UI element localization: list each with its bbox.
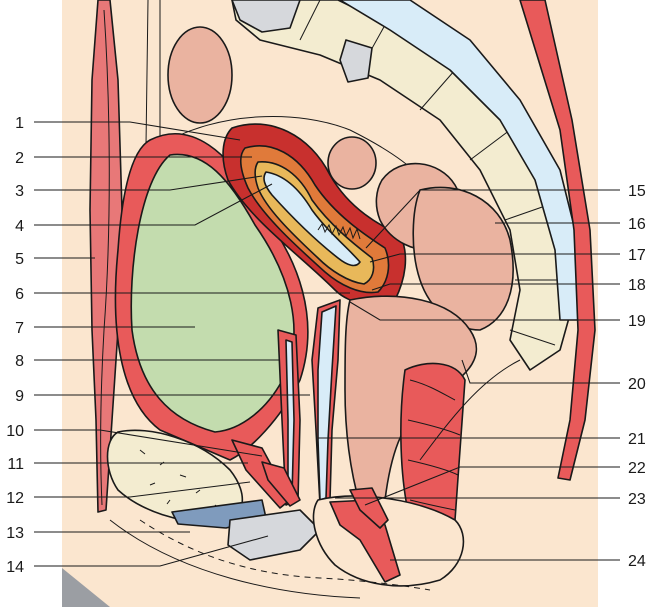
left-labels: 1 2 3 4 5 6 7 8 9 10 11 12 13 14 (6, 115, 24, 576)
label-7: 7 (15, 320, 24, 337)
label-2: 2 (15, 150, 24, 167)
label-8: 8 (15, 353, 24, 370)
label-11: 11 (7, 456, 24, 473)
label-12: 12 (6, 490, 24, 507)
label-20: 20 (628, 376, 646, 393)
label-5: 5 (15, 251, 24, 268)
label-14: 14 (6, 559, 24, 576)
right-labels: 15 16 17 18 19 20 21 22 23 24 (628, 183, 646, 570)
label-21: 21 (628, 431, 646, 448)
label-9: 9 (15, 388, 24, 405)
label-18: 18 (628, 277, 646, 294)
bowel-loop-1 (168, 27, 232, 123)
label-4: 4 (15, 218, 24, 235)
label-6: 6 (15, 286, 24, 303)
label-3: 3 (15, 183, 24, 200)
label-22: 22 (628, 460, 646, 477)
label-16: 16 (628, 216, 646, 233)
bowel-loop-2 (328, 137, 376, 189)
label-13: 13 (6, 525, 24, 542)
label-10: 10 (6, 423, 24, 440)
label-24: 24 (628, 553, 646, 570)
label-23: 23 (628, 491, 646, 508)
label-19: 19 (628, 313, 646, 330)
label-1: 1 (15, 115, 24, 132)
label-17: 17 (628, 247, 646, 264)
urethra-lumen (286, 340, 294, 496)
label-15: 15 (628, 183, 646, 200)
